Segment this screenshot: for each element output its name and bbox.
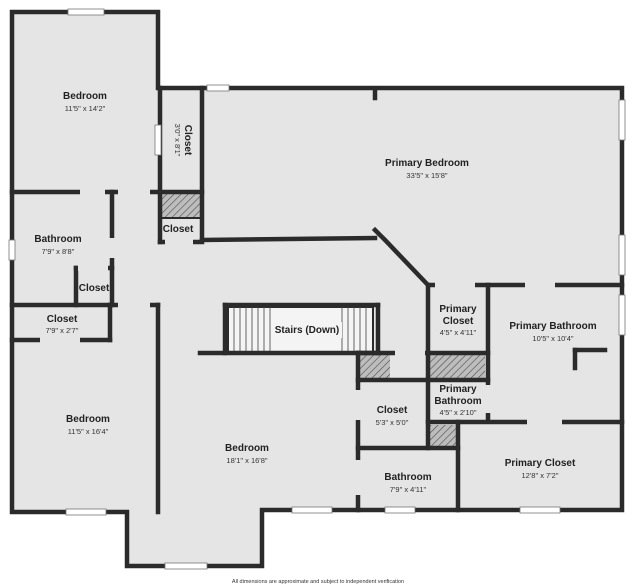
room-dims: 7'9" x 4'11" xyxy=(390,485,427,494)
room-name: Closet xyxy=(79,283,110,294)
room-primary-bathroom: Primary Bathroom 10'5" x 10'4" xyxy=(509,321,596,343)
room-name: Bedroom xyxy=(63,91,107,102)
door-openings xyxy=(40,189,562,495)
room-dims: 4'5" x 2'10" xyxy=(440,408,477,417)
room-name: Closet xyxy=(182,125,193,156)
room-stairs: Stairs (Down) xyxy=(272,322,342,338)
room-primary-closet-large: Primary Closet 12'8" x 7'2" xyxy=(505,458,576,480)
room-closet-center: Closet 5'3" x 5'0" xyxy=(376,405,409,427)
room-name: Stairs (Down) xyxy=(275,325,339,336)
room-name: Closet xyxy=(163,224,194,235)
room-name-line2: Closet xyxy=(443,316,474,327)
room-name-line1: Primary xyxy=(439,304,477,315)
room-bathroom-left: Bathroom 7'9" x 8'8" xyxy=(34,234,81,256)
floor-area xyxy=(12,12,622,566)
room-dims: 33'5" x 15'8" xyxy=(406,171,447,180)
room-dims: 5'3" x 5'0" xyxy=(376,418,409,427)
room-dims: 7'9" x 2'7" xyxy=(46,326,79,335)
room-dims: 11'5" x 16'4" xyxy=(68,427,109,436)
room-dims: 3'0" x 8'1" xyxy=(173,124,182,157)
room-closet-vertical: Closet 3'0" x 8'1" xyxy=(173,124,193,157)
room-dims: 7'9" x 8'8" xyxy=(42,247,75,256)
hatched-shafts xyxy=(162,193,485,447)
room-name: Bedroom xyxy=(225,443,269,454)
room-name-line2: Bathroom xyxy=(434,396,481,407)
room-name: Primary Bathroom xyxy=(509,321,596,332)
room-name: Primary Closet xyxy=(505,458,576,469)
room-primary-closet: Primary Closet 4'5" x 4'11" xyxy=(439,304,477,337)
room-closet-bath: Closet xyxy=(79,283,110,294)
room-bedroom-center: Bedroom 18'1" x 16'8" xyxy=(225,443,269,465)
room-dims: 12'8" x 7'2" xyxy=(522,471,559,480)
room-bedroom-top-left: Bedroom 11'5" x 14'2" xyxy=(63,91,107,113)
dimensions-disclaimer: All dimensions are approximate and subje… xyxy=(232,579,404,585)
room-name: Bathroom xyxy=(34,234,81,245)
room-name-line1: Primary xyxy=(439,384,477,395)
room-name: Closet xyxy=(377,405,408,416)
room-bedroom-bottom-left: Bedroom 11'5" x 16'4" xyxy=(66,414,110,436)
room-dims: 10'5" x 10'4" xyxy=(532,334,573,343)
room-closet-small-mid: Closet xyxy=(163,224,194,235)
room-closet-left: Closet 7'9" x 2'7" xyxy=(46,314,79,335)
windows xyxy=(8,8,626,570)
room-dims: 11'5" x 14'2" xyxy=(65,104,106,113)
room-primary-bedroom: Primary Bedroom 33'5" x 15'8" xyxy=(385,158,469,180)
room-bathroom-center: Bathroom 7'9" x 4'11" xyxy=(384,472,431,494)
room-name: Bedroom xyxy=(66,414,110,425)
room-dims: 4'5" x 4'11" xyxy=(440,328,477,337)
room-name: Bathroom xyxy=(384,472,431,483)
room-name: Primary Bedroom xyxy=(385,158,469,169)
room-name: Closet xyxy=(47,314,78,325)
room-dims: 18'1" x 16'8" xyxy=(226,456,267,465)
room-primary-bathroom-small: Primary Bathroom 4'5" x 2'10" xyxy=(434,384,481,417)
